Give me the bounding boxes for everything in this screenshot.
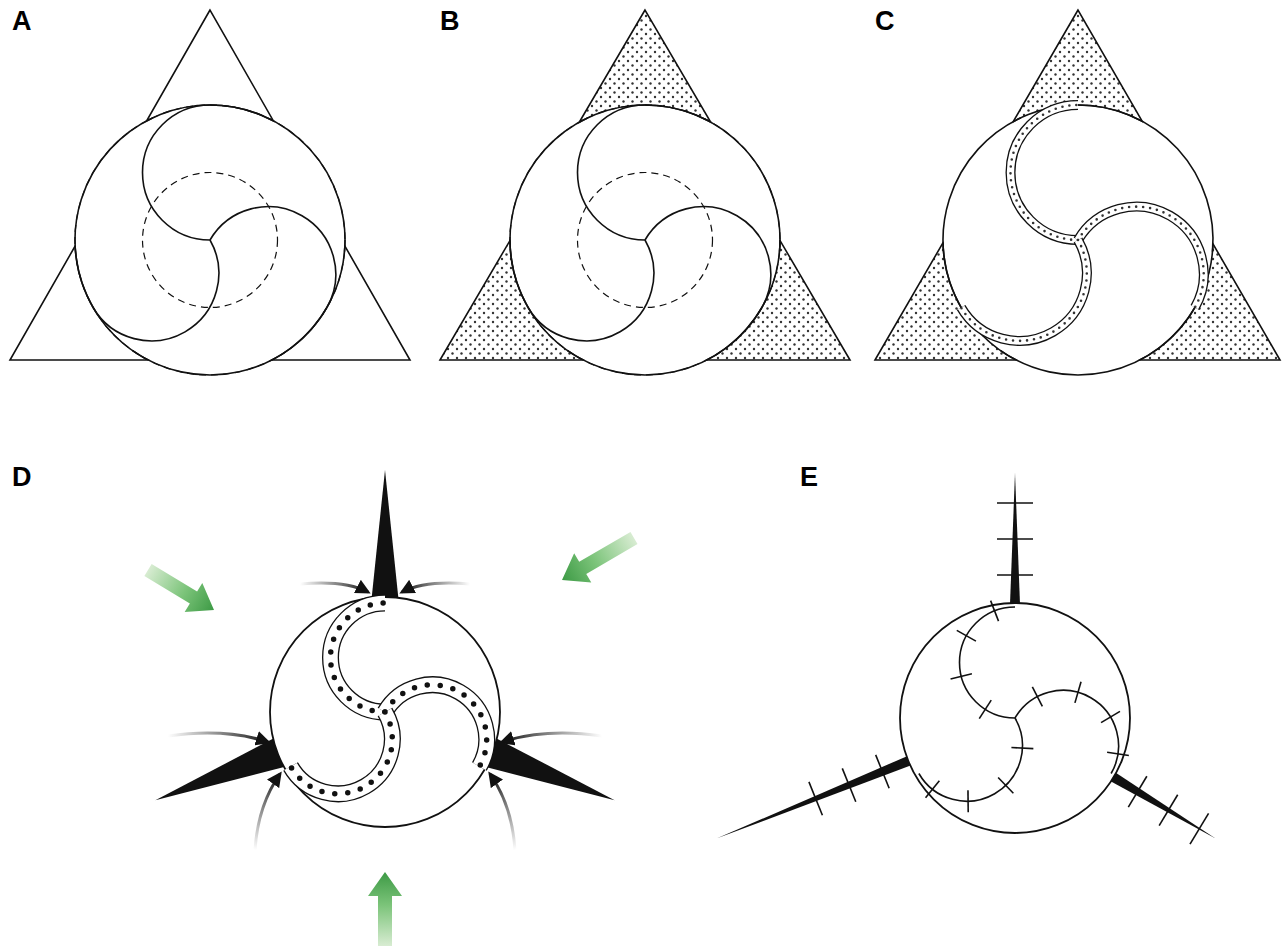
thorn-spike bbox=[483, 737, 615, 800]
band-dots bbox=[331, 603, 386, 712]
tick-mark bbox=[997, 538, 1033, 540]
band-outline bbox=[291, 712, 393, 794]
body-circle bbox=[900, 603, 1130, 833]
tick-mark bbox=[1107, 752, 1129, 755]
arm-outer-curve bbox=[645, 105, 780, 252]
flow-arrow bbox=[255, 774, 280, 850]
tick-mark bbox=[997, 502, 1033, 504]
tick-mark bbox=[1159, 795, 1178, 826]
disc-cover bbox=[510, 105, 780, 375]
construction-circle bbox=[510, 105, 780, 375]
arm-outer-curve bbox=[210, 105, 345, 252]
band-outline bbox=[331, 603, 386, 712]
tick-mark bbox=[809, 782, 822, 815]
arm-curve bbox=[578, 105, 646, 240]
band-fill bbox=[1011, 105, 1079, 240]
disc-cover bbox=[943, 105, 1213, 375]
tick-mark bbox=[951, 674, 972, 679]
panel-letter: B bbox=[440, 8, 460, 35]
tick-mark bbox=[1011, 747, 1033, 748]
panel-figure bbox=[144, 470, 637, 946]
flow-arrow bbox=[502, 733, 602, 742]
band-dots bbox=[961, 240, 1087, 341]
circle-edge bbox=[75, 105, 345, 375]
arm-outer-curve bbox=[943, 118, 1021, 308]
band-dots bbox=[1078, 207, 1204, 308]
arm-curve bbox=[210, 207, 336, 308]
arm-outer-curve bbox=[568, 308, 762, 376]
band-outline bbox=[385, 685, 487, 767]
band-fill bbox=[1078, 207, 1204, 308]
arm-outer-curve bbox=[133, 308, 327, 376]
light-arrow bbox=[368, 872, 402, 946]
tick-mark bbox=[876, 755, 889, 788]
tick-mark bbox=[957, 630, 976, 641]
thorn-spike bbox=[716, 755, 913, 838]
band-fill bbox=[385, 685, 487, 767]
arm-curve bbox=[528, 240, 654, 341]
band-dots bbox=[1011, 105, 1079, 240]
light-arrow bbox=[562, 532, 638, 583]
arm-curve bbox=[960, 607, 1016, 718]
construction-circle bbox=[75, 105, 345, 375]
arm-curve bbox=[1015, 690, 1119, 773]
tick-mark bbox=[1190, 813, 1209, 844]
tick-mark bbox=[1075, 682, 1081, 703]
panel-figure bbox=[716, 473, 1215, 844]
band-fill bbox=[291, 712, 393, 794]
panel-letter: E bbox=[800, 464, 818, 491]
arm-outer-curve bbox=[75, 118, 153, 308]
panel-figure bbox=[440, 10, 850, 375]
thorn-spike bbox=[371, 470, 398, 601]
tick-mark bbox=[1101, 711, 1120, 722]
tick-mark bbox=[1128, 776, 1147, 807]
tick-mark bbox=[842, 768, 855, 801]
arm-curve bbox=[919, 718, 1023, 801]
panel-letter: D bbox=[12, 464, 32, 491]
arm-curve bbox=[143, 105, 211, 240]
tick-mark bbox=[979, 700, 991, 718]
circle-edge bbox=[943, 105, 1213, 375]
panel-letter: A bbox=[12, 8, 32, 35]
flow-arrow bbox=[168, 733, 268, 742]
band-dots bbox=[385, 685, 487, 767]
tick-mark bbox=[1032, 687, 1042, 707]
tick-mark bbox=[991, 601, 999, 622]
flow-arrow bbox=[490, 774, 515, 850]
band-fill bbox=[961, 240, 1087, 341]
arm-curve bbox=[645, 207, 771, 308]
band-fill bbox=[331, 603, 386, 712]
light-arrow bbox=[144, 564, 214, 612]
flow-arrow bbox=[402, 583, 470, 592]
tick-mark bbox=[997, 574, 1033, 576]
circle-edge bbox=[510, 105, 780, 375]
tick-mark bbox=[967, 790, 969, 812]
band-outline bbox=[961, 240, 1087, 341]
panel-figure bbox=[10, 10, 410, 375]
band-outline bbox=[1078, 207, 1204, 308]
band-outline bbox=[1011, 105, 1079, 240]
tick-mark bbox=[926, 781, 940, 798]
panel-figure bbox=[875, 10, 1280, 375]
arm-curve bbox=[93, 240, 219, 341]
flow-arrow bbox=[300, 583, 368, 592]
band-dots bbox=[291, 712, 393, 794]
disc-cover bbox=[75, 105, 345, 375]
arm-outer-curve bbox=[510, 118, 588, 308]
panel-letter: C bbox=[875, 8, 895, 35]
tick-mark bbox=[998, 777, 1013, 793]
body-circle bbox=[270, 597, 500, 827]
thorn-spike bbox=[155, 737, 287, 800]
